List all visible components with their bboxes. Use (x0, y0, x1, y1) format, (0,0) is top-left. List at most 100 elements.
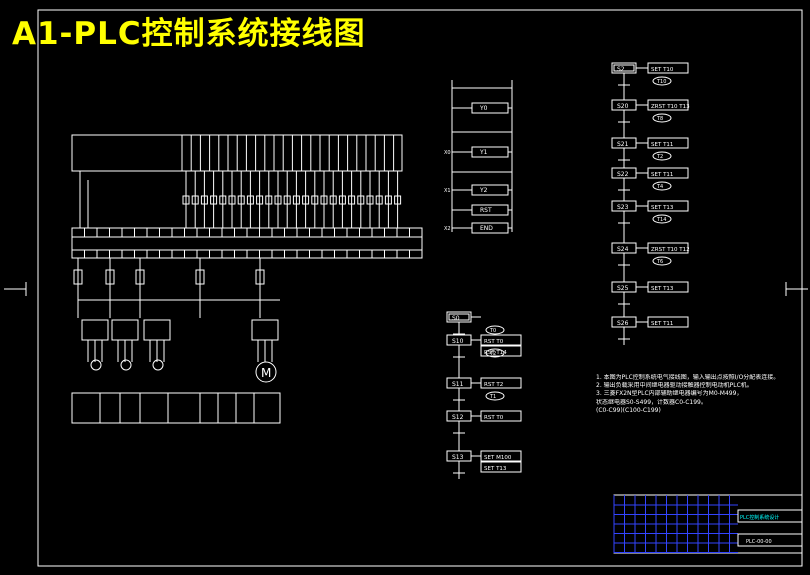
sfc-timer-oval (652, 76, 672, 86)
sfc-timer-label: T4 (656, 184, 663, 190)
sfc-action-box (480, 377, 522, 389)
sfc-step-label: S10 (452, 338, 464, 345)
sfc-action-label: SET T11 (651, 321, 673, 327)
sfc-timer-label: T10 (656, 79, 666, 85)
input-switch (311, 195, 319, 205)
sfc-action-box (647, 281, 689, 293)
input-switch (182, 195, 190, 205)
relay-coil (255, 269, 265, 285)
ladder-coil-label: Y1 (479, 149, 488, 156)
sfc-action-box (647, 200, 689, 212)
sfc-initial-step-inner (613, 64, 635, 72)
sfc-timer-label: T0 (489, 328, 496, 334)
ladder-coil-label: Y2 (479, 187, 488, 194)
sfc-action-box (647, 316, 689, 328)
frame-corner-marks (4, 282, 808, 296)
contactor-blocks: M (81, 319, 279, 383)
sfc-step-label: S26 (617, 320, 629, 327)
sfc-timer-label: T8 (656, 116, 663, 122)
ladder-contact-label: X2 (444, 226, 451, 232)
sfc-action-box (480, 461, 522, 473)
title-block (613, 494, 803, 554)
input-switch (329, 195, 337, 205)
contactor-block (143, 319, 171, 341)
function-legend-table (71, 392, 281, 424)
note-line: 3. 三菱FX2N型PLC内部辅助继电器编号为M0-M499， (596, 390, 743, 398)
sfc-step-label: S21 (617, 141, 629, 148)
sfc-step-label: S13 (452, 454, 464, 461)
sfc-action-box (480, 334, 522, 346)
sfc-step-label: S25 (617, 285, 629, 292)
relay-coil (135, 269, 145, 285)
sfc-action-box (647, 242, 689, 254)
relay-coil (105, 269, 115, 285)
input-wires (79, 171, 402, 228)
notes-block: 1. 本图为PLC控制系统电气接线图，输入输出点按照I/O分配表连接。 2. 输… (596, 374, 796, 415)
title-block-company: PLC控制系统设计 (740, 514, 779, 521)
sfc-timer-oval (652, 256, 672, 266)
note-line: 2. 输出负载采用中间继电器驱动接触器控制电动机PLC机。 (596, 382, 753, 390)
ladder-coil-box (471, 146, 509, 158)
input-switch (237, 195, 245, 205)
contactor-block (251, 319, 279, 341)
sfc-step-label: S12 (452, 414, 464, 421)
input-switch (375, 195, 383, 205)
motor-label: M (261, 366, 271, 380)
ladder-coil-label: Y0 (479, 105, 488, 112)
contactor-block (81, 319, 109, 341)
sfc-timer-label: T2 (656, 154, 663, 160)
sfc-timer-oval (652, 214, 672, 224)
plc-io-module (71, 227, 423, 259)
sfc-timer-label: T2 (489, 351, 496, 357)
sfc-action-label: RST T0 (484, 339, 504, 345)
sfc-step-label: S2 (617, 66, 625, 73)
sfc-timer-oval (485, 325, 505, 335)
input-switch (366, 195, 374, 205)
sfc-action-box (647, 99, 689, 111)
ladder-coil-label: END (480, 225, 493, 232)
ladder-coil-box (471, 184, 509, 196)
sfc-step-label: S23 (617, 204, 629, 211)
input-switch (384, 195, 392, 205)
sfc-action-label: SET T10 (651, 67, 674, 73)
sfc-action-label: SET T11 (651, 172, 673, 178)
input-switch (302, 195, 310, 205)
sfc-step-label: S22 (617, 171, 629, 178)
page-title: A1-PLC控制系统接线图 (12, 16, 366, 52)
input-switch (191, 195, 199, 205)
sfc-action-label: RST T0 (484, 415, 504, 421)
title-block-drawing-no: PLC-00-00 (746, 539, 772, 545)
sfc-timer-label: T6 (656, 259, 663, 265)
sfc-action-box (480, 450, 522, 462)
ladder-coil-label: RST (480, 207, 492, 214)
sfc-action-label: SET T13 (484, 466, 507, 472)
ladder-contact-label: X0 (444, 150, 451, 156)
sfc-initial-step-inner (448, 313, 470, 321)
sfc-action-label: ZRST T10 T12 (651, 247, 690, 253)
sfc-step-label: S0 (452, 315, 460, 322)
sfc-action-label: SET M100 (484, 455, 512, 461)
input-switch (274, 195, 282, 205)
sfc-step-label: S20 (617, 103, 629, 110)
note-line: 1. 本图为PLC控制系统电气接线图，输入输出点按照I/O分配表连接。 (596, 374, 780, 381)
relay-coil (195, 269, 205, 285)
input-switch (246, 195, 254, 205)
input-switch (394, 195, 402, 205)
drawing-outer-frame (37, 9, 803, 567)
motor-symbol (152, 359, 164, 371)
input-switch (210, 195, 218, 205)
sfc-timer-label: T14 (656, 217, 666, 223)
sfc-action-label: RST T14 (484, 350, 507, 356)
note-line: (C0-C99)(C100-C199) (596, 406, 661, 414)
sfc-step-label: S24 (617, 246, 629, 253)
sfc-action-box (647, 62, 689, 74)
motor-symbol (255, 361, 277, 383)
plc-header-table (71, 134, 403, 172)
input-switch (283, 195, 291, 205)
sfc-action-box (647, 137, 689, 149)
relay-coil (73, 269, 83, 285)
